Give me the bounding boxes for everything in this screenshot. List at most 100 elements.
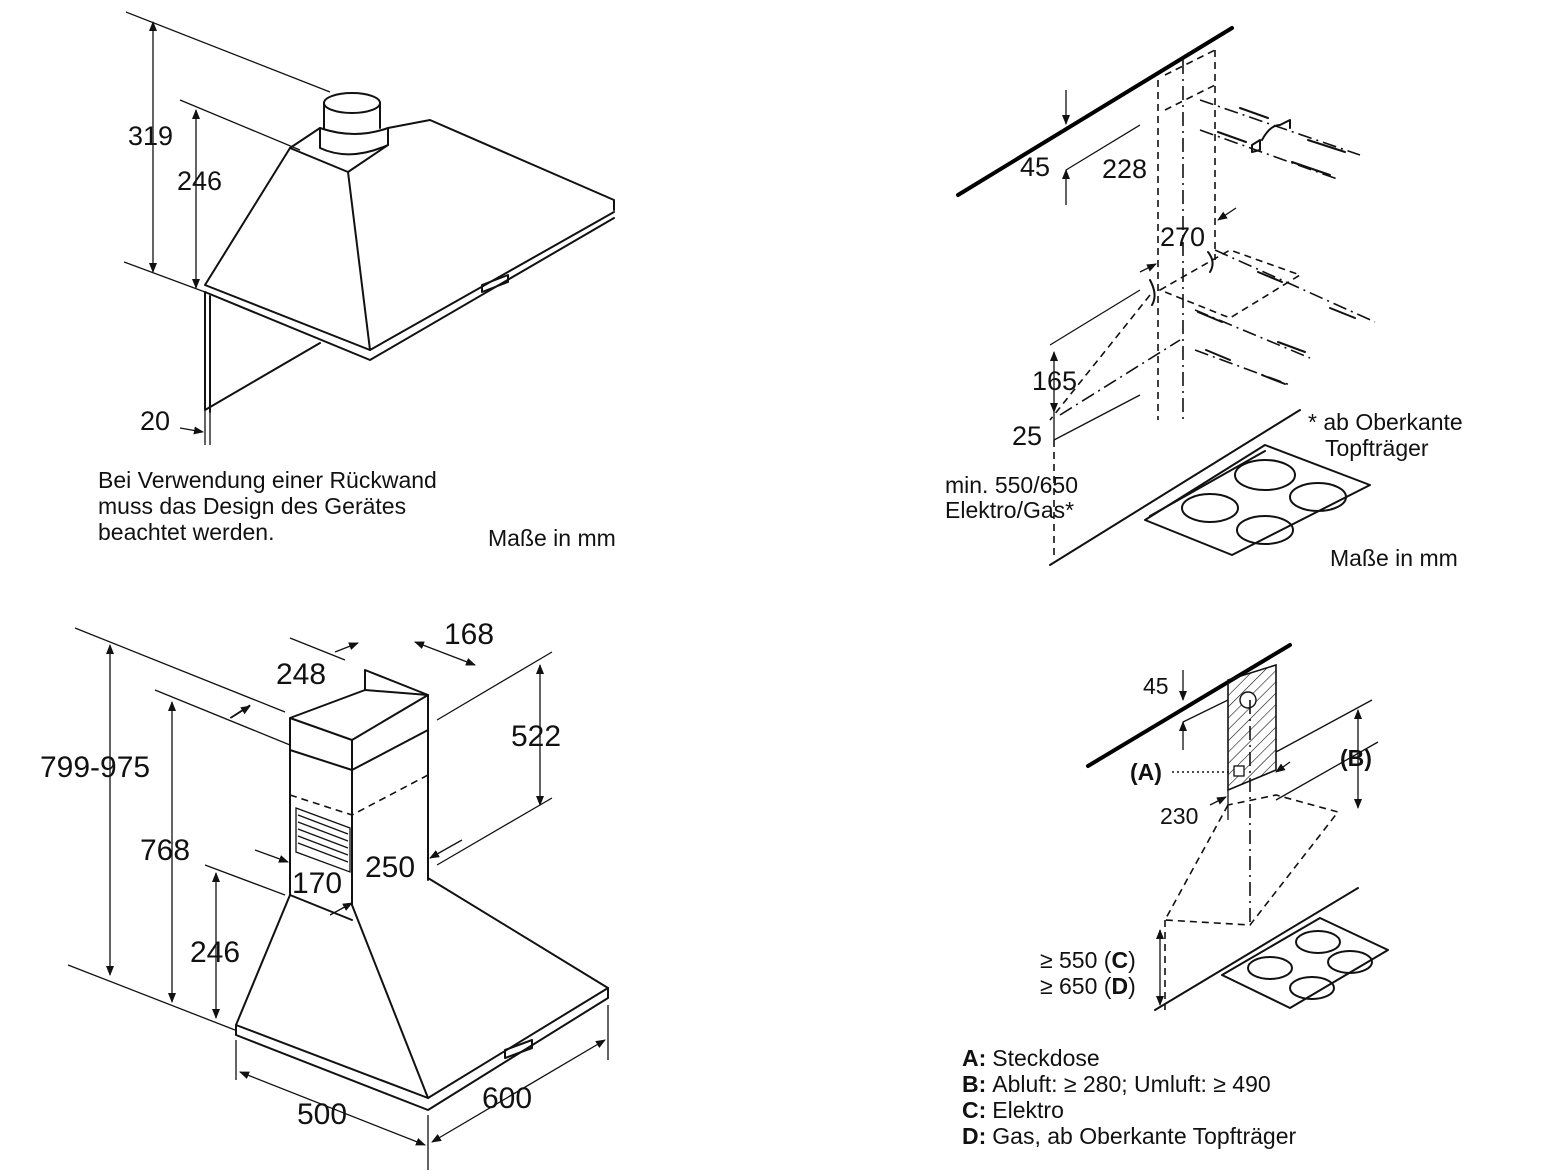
canopy-bottom-edge [235,987,609,1111]
dim-650-label: ≥ 650 (D) [1040,973,1136,999]
socket-position-diagram: 45 (A) (B) 230 ≥ 550 (C) ≥ 650 (D) A:Ste… [962,643,1389,1149]
units-label: Maße in mm [1330,545,1458,571]
cooktop-inner-edge [1149,450,1266,517]
duct-collar-sides [323,102,381,129]
legend-item-c: C:Elektro [962,1097,1064,1123]
units-label: Maße in mm [488,525,616,551]
dim-250-label: 250 [365,851,415,884]
dim-45-ext [1182,699,1229,723]
duct-collar-base [319,127,389,156]
canopy-outline [235,877,609,1099]
hood-top-edge [289,119,615,211]
cooktop-zone-2 [1327,950,1373,974]
dim-25-ext [1053,394,1141,441]
dim-248-arrow-2 [230,705,251,719]
chimney-overlap-line [289,774,429,816]
vent-grille [295,807,351,873]
socket-marker [1233,765,1245,777]
dim-228-label: 228 [1102,154,1147,184]
dim-246-label: 246 [177,166,222,196]
duct-collar-top [323,92,381,114]
legend: A:Steckdose B:Abluft: ≥ 280; Umluft: ≥ 4… [962,1045,1296,1149]
cooktop-zone-3 [1181,493,1239,523]
dim-500-line [239,1071,426,1146]
dim-319-label: 319 [128,121,173,151]
dim-25-label: 25 [1012,421,1042,451]
cooktop-zone-1 [1234,459,1296,491]
hood-edge-dashdot [1059,339,1181,416]
chimney-upper-seam [289,729,429,771]
worktop-line [1154,887,1359,1011]
ref-line-mid [179,99,301,151]
note-line-1: Bei Verwendung einer Rückwand [98,467,437,493]
dim-20-label: 20 [140,406,170,436]
ref-line-bottom [123,261,206,293]
cooktop-zone-2 [1289,482,1347,512]
chimney-top-sleeve [364,669,429,696]
dim-170-label: 170 [292,867,342,900]
dim-20-arrow [179,426,204,435]
bracket-hooks [1149,251,1214,306]
chimney-hood-view: 168 248 522 799-975 768 246 170 250 500 … [40,618,609,1170]
ref-line-768 [154,689,291,746]
ref-line-522-bottom [436,797,553,866]
ref-line-522-top [436,651,553,721]
ref-line-246 [204,864,286,896]
hood-outline-dashed [1049,294,1151,421]
ceiling-line [1086,643,1292,768]
hood-front-edge [289,144,389,351]
dim-165-label: 165 [1032,366,1077,396]
dim-248-label: 248 [276,658,326,691]
dim-270-arrow-left [1139,263,1157,273]
dim-600-line [431,1039,606,1143]
lower-bracket-outline [1158,249,1302,319]
dim-45-label: 45 [1143,673,1169,699]
dim-250-arrow [429,839,463,859]
dim-799-975-label: 799-975 [40,751,150,784]
dim-550-label: ≥ 550 (C) [1040,947,1136,973]
label-b: (B) [1340,745,1372,771]
dim-b-ext-top [1275,699,1373,753]
cooktop-outline [1144,444,1371,556]
dim-168-line [414,641,476,666]
legend-item-d: D:Gas, ab Oberkante Topfträger [962,1123,1296,1149]
dim-246-label: 246 [190,936,240,969]
note-line-2: muss das Design des Gerätes [98,493,406,519]
cooktop-zone-1 [1295,930,1341,954]
dim-500-label: 500 [297,1098,347,1131]
chimney-outline [289,689,429,906]
control-panel [481,274,509,293]
footnote-line-2: Topfträger [1325,435,1429,461]
ref-line-bottom [67,964,236,1031]
dim-270-label: 270 [1160,222,1205,252]
dim-230-arrow [1209,796,1227,806]
cooktop-zone-4 [1289,976,1335,1000]
legend-item-a: A:Steckdose [962,1045,1100,1071]
legend-item-b: B:Abluft: ≥ 280; Umluft: ≥ 490 [962,1071,1271,1097]
ref-line-top [125,11,331,93]
lower-screws [1197,271,1356,385]
lower-screw-line-1 [1214,249,1376,323]
ref-line-top [74,627,286,713]
top-bracket-outline [1164,49,1216,76]
worktop-line [1049,409,1301,566]
hood-bottom-edge [204,217,615,361]
dim-522-label: 522 [511,720,561,753]
dim-600-label: 600 [482,1082,532,1115]
dim-230-label: 230 [1160,803,1198,829]
outlet-icon [1239,691,1257,709]
back-wall-panel [204,291,321,411]
ceiling-line [956,26,1234,197]
dim-248-arrow [334,642,359,653]
dim-165-ext [1049,289,1141,346]
footnote-line-1: * ab Oberkante [1308,409,1463,435]
label-a: (A) [1130,759,1162,785]
hood-side-view: 319 246 20 Bei Verwendung einer Rückwand… [98,11,616,551]
canopy-front-edge [289,894,429,1099]
top-bracket-outline-2 [1164,84,1216,111]
dim-228-ext [1065,124,1141,171]
upper-screws [1199,99,1361,181]
hood-outline [204,147,615,351]
cooktop-outline [1221,917,1389,1009]
dim-270-arrow-right [1217,207,1237,221]
